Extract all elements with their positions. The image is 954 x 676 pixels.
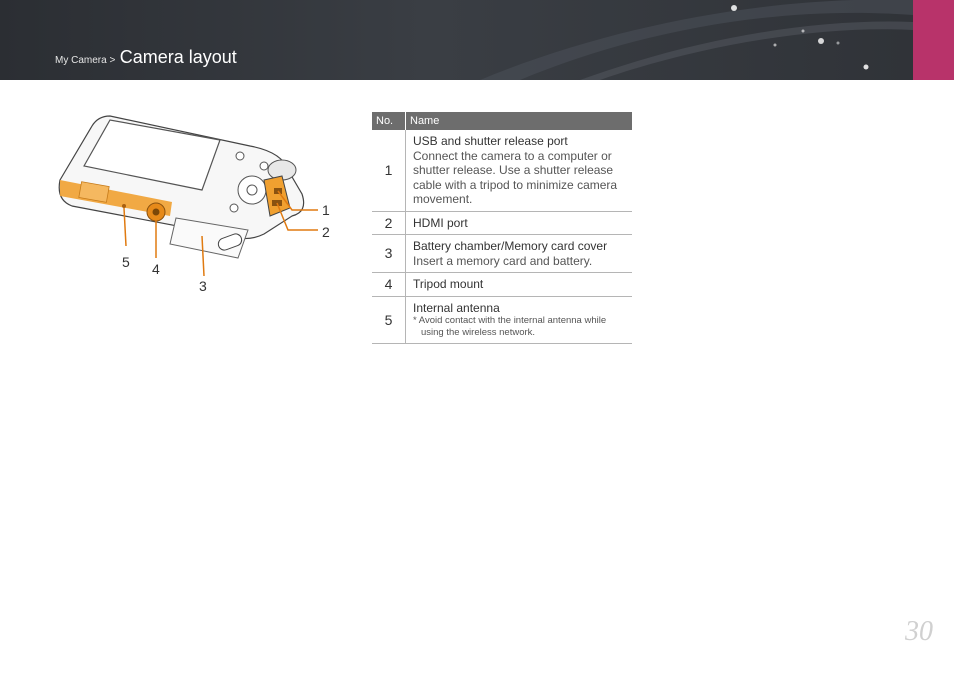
header-decoration	[480, 0, 913, 80]
row-number: 3	[372, 234, 406, 273]
callout-4: 4	[152, 261, 160, 277]
item-name: Internal antenna	[413, 300, 500, 315]
breadcrumb-parent: My Camera >	[55, 55, 116, 66]
table-row: 2 HDMI port	[372, 211, 632, 235]
camera-illustration: 1 2 3 4 5	[52, 108, 352, 298]
page-number: 30	[905, 616, 933, 647]
table-row: 1 USB and shutter release port Connect t…	[372, 130, 632, 212]
table-row: 4 Tripod mount	[372, 272, 632, 297]
item-name: HDMI port	[413, 215, 468, 230]
item-name: Battery chamber/Memory card cover	[413, 239, 608, 253]
chapter-header: My Camera > Camera layout	[0, 0, 954, 80]
camera-bottom-view	[58, 115, 318, 277]
item-description: Insert a memory card and battery.	[413, 253, 593, 268]
item-note: * Avoid contact with the internal antenn…	[413, 315, 607, 338]
row-number: 1	[372, 130, 406, 212]
callout-5: 5	[122, 254, 130, 270]
callout-3: 3	[199, 278, 207, 294]
table-row: 5 Internal antenna * Avoid contact with …	[372, 296, 632, 344]
row-number: 2	[372, 211, 406, 235]
row-content: HDMI port	[405, 211, 632, 235]
row-number: 4	[372, 272, 406, 297]
section-tab	[913, 0, 954, 80]
row-content: Tripod mount	[405, 272, 632, 297]
row-content: USB and shutter release port Connect the…	[405, 130, 632, 212]
page-title: Camera layout	[119, 47, 237, 67]
parts-table: No. Name 1 USB and shutter release port …	[372, 112, 632, 344]
item-description: Connect the camera to a computer or shut…	[413, 148, 618, 207]
row-content: Internal antenna * Avoid contact with th…	[405, 296, 632, 344]
callout-1: 1	[322, 202, 330, 218]
row-number: 5	[372, 296, 406, 344]
callout-2: 2	[322, 224, 330, 240]
column-header-no: No.	[372, 112, 406, 130]
breadcrumb: My Camera > Camera layout	[55, 47, 237, 68]
table-header-row: No. Name	[372, 112, 632, 130]
table-row: 3 Battery chamber/Memory card cover Inse…	[372, 234, 632, 273]
item-name: Tripod mount	[413, 277, 484, 291]
item-name: USB and shutter release port	[413, 134, 568, 148]
column-header-name: Name	[405, 112, 632, 130]
row-content: Battery chamber/Memory card cover Insert…	[405, 234, 632, 273]
